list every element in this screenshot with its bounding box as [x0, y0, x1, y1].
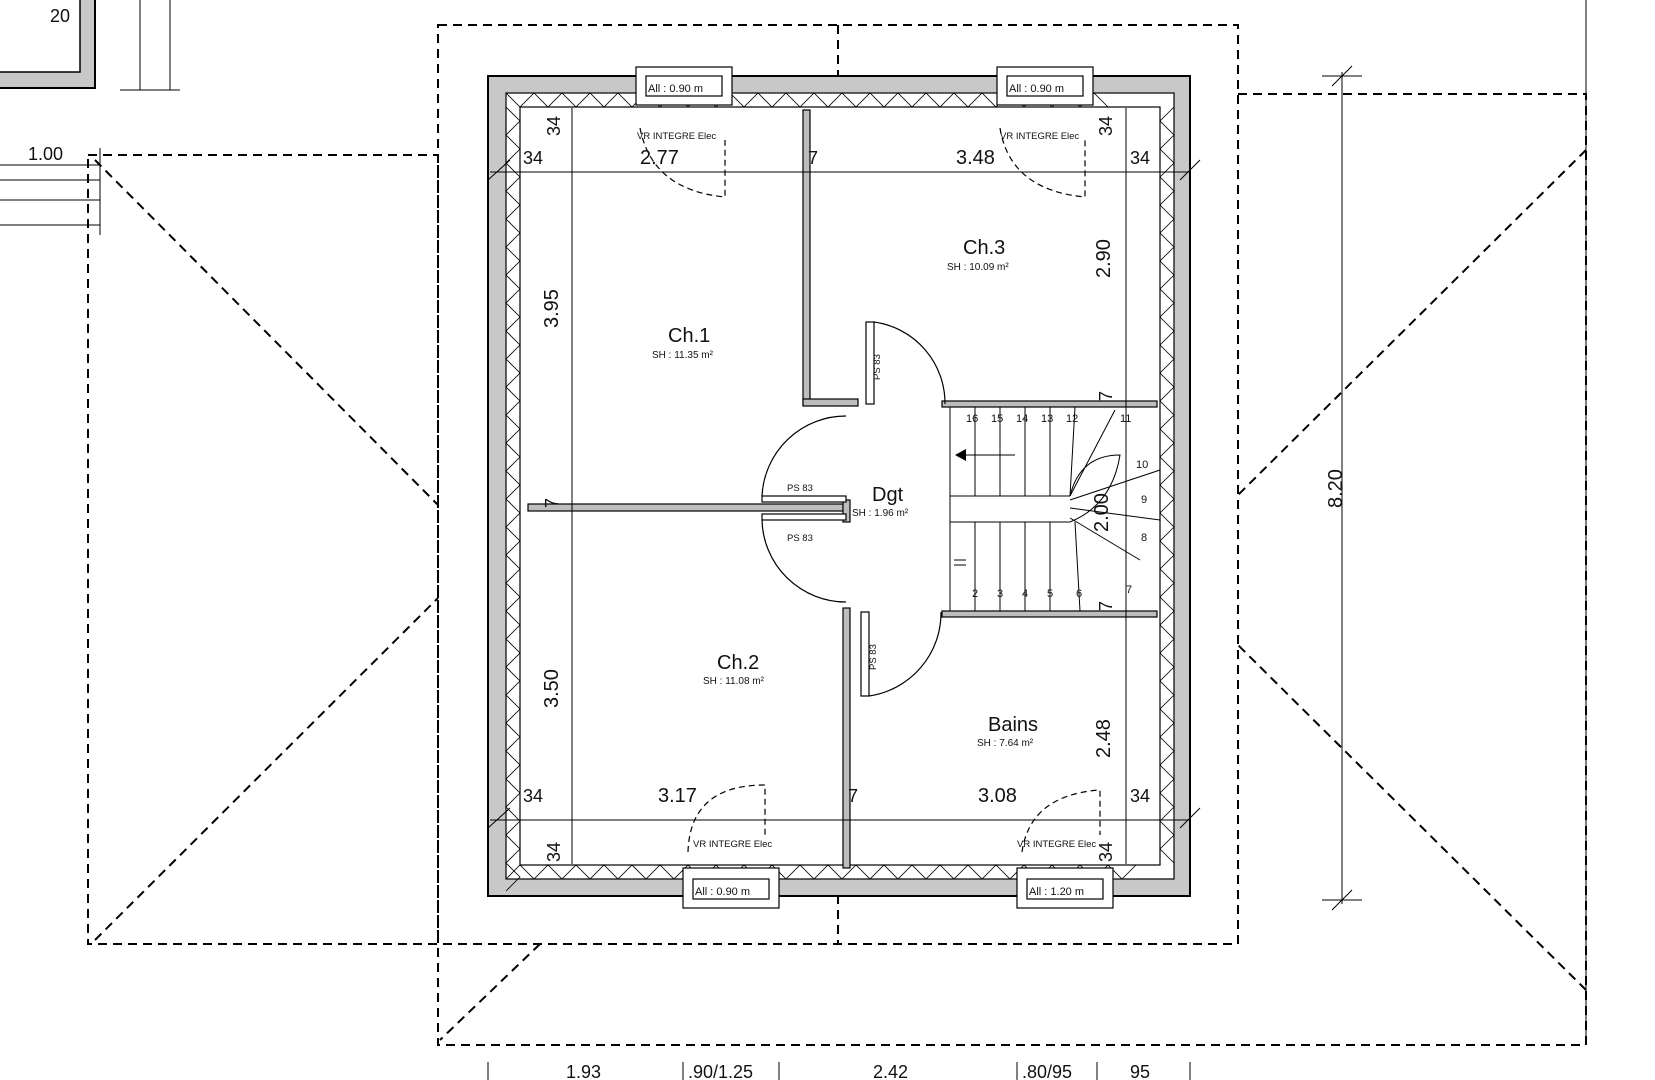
exterior-walls [487, 75, 1191, 897]
room-labels: Ch.1 SH : 11.35 m² Ch.3 SH : 10.09 m² Ch… [652, 237, 1038, 749]
room-ch2-area: SH : 11.08 m² [703, 676, 765, 687]
dim-ch2-width: 3.17 [658, 785, 697, 807]
stair-step-15: 15 [991, 413, 1003, 425]
stair-step-8: 8 [1141, 532, 1147, 544]
stair-step-3: 3 [997, 588, 1003, 600]
dim-stair-depth: 2.00 [1091, 493, 1113, 532]
shutter-label-ch2: VR INTEGRE Elec [693, 839, 772, 850]
dim-wall-34-a: 34 [523, 148, 543, 168]
room-ch3-name: Ch.3 [963, 237, 1005, 259]
room-ch1-name: Ch.1 [668, 325, 710, 347]
bottom-dim-2: .90/1.25 [688, 1062, 753, 1080]
dim-bains-depth: 2.48 [1093, 719, 1115, 758]
shutter-label-bains: VR INTEGRE Elec [1017, 839, 1096, 850]
dim-ch1-depth: 3.95 [541, 289, 563, 328]
dim-partition-7-a: 7 [808, 148, 818, 168]
stair-step-4: 4 [1022, 588, 1028, 600]
stair-step-9: 9 [1141, 494, 1147, 506]
window-top-left-label: All : 0.90 m [648, 83, 703, 95]
room-dgt-area: SH : 1.96 m² [852, 508, 909, 519]
shutter-label-ch1: VR INTEGRE Elec [637, 131, 716, 142]
room-ch1-area: SH : 11.35 m² [652, 350, 714, 361]
room-bains-name: Bains [988, 714, 1038, 736]
room-ch2-name: Ch.2 [717, 652, 759, 674]
window-bottom-right-label: All : 1.20 m [1029, 886, 1084, 898]
inner-dim-lines [487, 108, 1201, 864]
dim-overall-depth: 8.20 [1325, 469, 1347, 508]
dim-overhang: 1.00 [28, 144, 63, 164]
dim-partition-7-d: 7 [1096, 391, 1116, 401]
partitions [527, 109, 1158, 869]
bottom-dim-4: .80/95 [1022, 1062, 1072, 1080]
neighbor-wall-fragment: 20 1.00 [0, 0, 180, 235]
dim-ch3-depth: 2.90 [1093, 239, 1115, 278]
window-top-right-label: All : 0.90 m [1009, 83, 1064, 95]
stair-step-16: 16 [966, 413, 978, 425]
room-bains-area: SH : 7.64 m² [977, 738, 1034, 749]
dim-bains-width: 3.08 [978, 785, 1017, 807]
dim-wall-34-h: 34 [1096, 842, 1116, 862]
room-dgt-name: Dgt [872, 484, 904, 506]
stair-step-2: 2 [972, 588, 978, 600]
dim-ch1-width: 2.77 [640, 147, 679, 169]
dim-wall-34-b: 34 [1130, 148, 1150, 168]
bottom-dim-3: 2.42 [873, 1062, 908, 1080]
windows: All : 0.90 m All : 0.90 m All : 0.90 m A… [635, 66, 1114, 909]
stair-step-7: 7 [1126, 584, 1132, 596]
dim-partition-7-b: 7 [848, 786, 858, 806]
room-dimensions: 2.77 3.48 3.17 3.08 3.95 3.50 2.90 2.48 … [523, 116, 1150, 862]
door-label-ch2: PS 83 [787, 533, 813, 544]
stair-arrow-icon [955, 449, 966, 461]
door-label-bains: PS 83 [868, 644, 879, 670]
dim-partition-7-c: 7 [542, 498, 562, 508]
dim-ch2-depth: 3.50 [541, 669, 563, 708]
doors: PS 83 PS 83 PS 83 PS 83 [761, 321, 946, 697]
shutter-label-ch3: VR INTEGRE Elec [1000, 131, 1079, 142]
door-label-ch1: PS 83 [872, 354, 883, 380]
stair-step-11: 11 [1120, 413, 1131, 425]
stair-step-12: 12 [1066, 413, 1078, 425]
staircase: 16 15 14 13 12 11 10 9 8 2 3 4 5 6 7 [949, 406, 1161, 612]
stair-step-10: 10 [1136, 459, 1148, 471]
dim-wall-34-c: 34 [523, 786, 543, 806]
bottom-dim-5: 95 [1130, 1062, 1150, 1080]
insulation-right [1159, 106, 1175, 864]
dim-partition-7-e: 7 [1096, 601, 1116, 611]
stair-step-14: 14 [1016, 413, 1028, 425]
dim-wall-34-e: 34 [544, 116, 564, 136]
dim-top-left-20: 20 [50, 6, 70, 26]
stair-step-5: 5 [1047, 588, 1053, 600]
shutter-swings: VR INTEGRE Elec VR INTEGRE Elec VR INTEG… [637, 127, 1101, 853]
bottom-dimension-chain: 1.93 .90/1.25 2.42 .80/95 95 [487, 1062, 1191, 1080]
overall-dimension: 8.20 [1322, 65, 1362, 911]
room-ch3-area: SH : 10.09 m² [947, 262, 1009, 273]
dim-wall-34-g: 34 [544, 842, 564, 862]
window-bottom-left-label: All : 0.90 m [695, 886, 750, 898]
dim-wall-34-d: 34 [1130, 786, 1150, 806]
door-label-ch1b: PS 83 [787, 483, 813, 494]
insulation-left [505, 106, 521, 892]
dim-ch3-width: 3.48 [956, 147, 995, 169]
stair-step-6: 6 [1076, 588, 1082, 600]
dim-wall-34-f: 34 [1096, 116, 1116, 136]
bottom-dim-1: 1.93 [566, 1062, 601, 1080]
stair-step-13: 13 [1041, 413, 1053, 425]
